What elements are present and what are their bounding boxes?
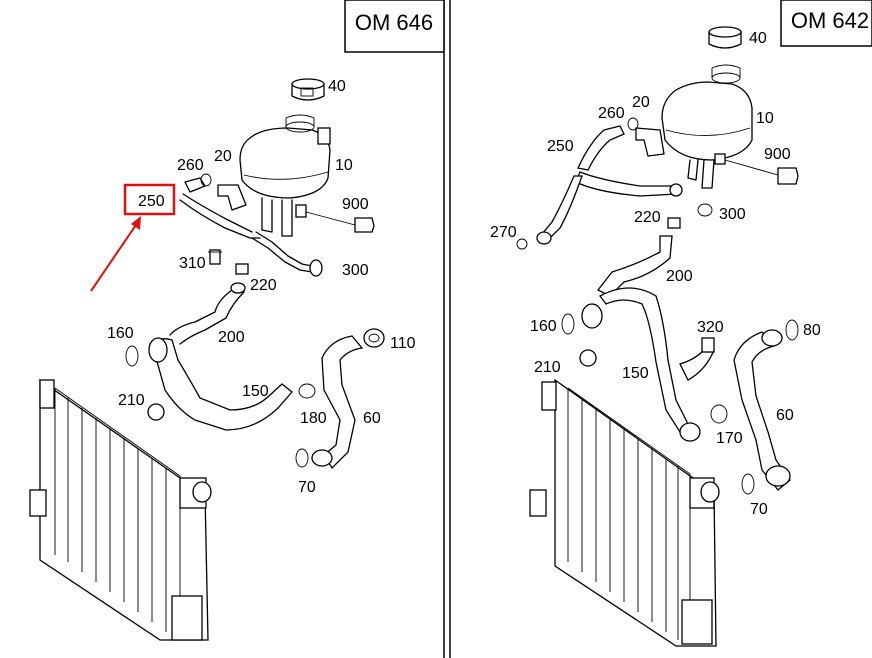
callout-160: 160 <box>107 325 134 342</box>
callout-310: 310 <box>179 255 206 272</box>
highlight-marker <box>90 183 176 292</box>
callout-210: 210 <box>534 359 561 376</box>
callout-60: 60 <box>363 410 381 427</box>
callout-110: 110 <box>390 335 416 352</box>
callout-70: 70 <box>750 501 768 518</box>
callout-10: 10 <box>335 157 353 174</box>
callout-300: 300 <box>719 206 746 223</box>
engine-label-om642: OM 642 <box>780 0 872 47</box>
callout-180: 180 <box>300 410 327 427</box>
callout-900: 900 <box>342 196 369 213</box>
callout-210: 210 <box>118 392 145 409</box>
callout-150: 150 <box>242 383 269 400</box>
callout-40: 40 <box>328 78 346 95</box>
callout-250: 250 <box>138 193 165 210</box>
highlight-arrowhead <box>131 216 141 230</box>
engine-label-text: OM 646 <box>355 10 433 35</box>
callout-170: 170 <box>716 430 743 447</box>
callout-80: 80 <box>803 322 821 339</box>
callout-70: 70 <box>298 479 316 496</box>
left-panel-drawing <box>29 78 385 641</box>
engine-label-om646: OM 646 <box>344 0 445 53</box>
callout-10: 10 <box>756 110 774 127</box>
callout-260: 260 <box>598 105 625 122</box>
right-panel-drawing <box>516 26 799 647</box>
callout-300: 300 <box>342 262 369 279</box>
callouts-om646: 40 260 20 10 250 900 310 220 300 160 200… <box>107 78 416 496</box>
callout-320: 320 <box>697 319 724 336</box>
panel-frame <box>443 0 451 658</box>
callout-260: 260 <box>177 157 204 174</box>
callout-900: 900 <box>764 146 791 163</box>
callout-20: 20 <box>632 94 650 111</box>
callout-150: 150 <box>622 365 649 382</box>
callout-250: 250 <box>547 138 574 155</box>
callout-40: 40 <box>749 30 767 47</box>
engine-label-text: OM 642 <box>791 8 869 33</box>
callout-60: 60 <box>776 407 794 424</box>
callout-220: 220 <box>250 277 277 294</box>
callouts-om642: 40 260 20 10 250 900 270 220 300 200 160… <box>490 30 821 518</box>
highlight-arrow <box>90 221 139 292</box>
callout-200: 200 <box>666 268 693 285</box>
callout-200: 200 <box>218 329 245 346</box>
callout-270: 270 <box>490 224 517 241</box>
callout-160: 160 <box>530 318 557 335</box>
highlight-box <box>123 183 176 216</box>
callout-220: 220 <box>634 209 661 226</box>
callout-20: 20 <box>214 148 232 165</box>
